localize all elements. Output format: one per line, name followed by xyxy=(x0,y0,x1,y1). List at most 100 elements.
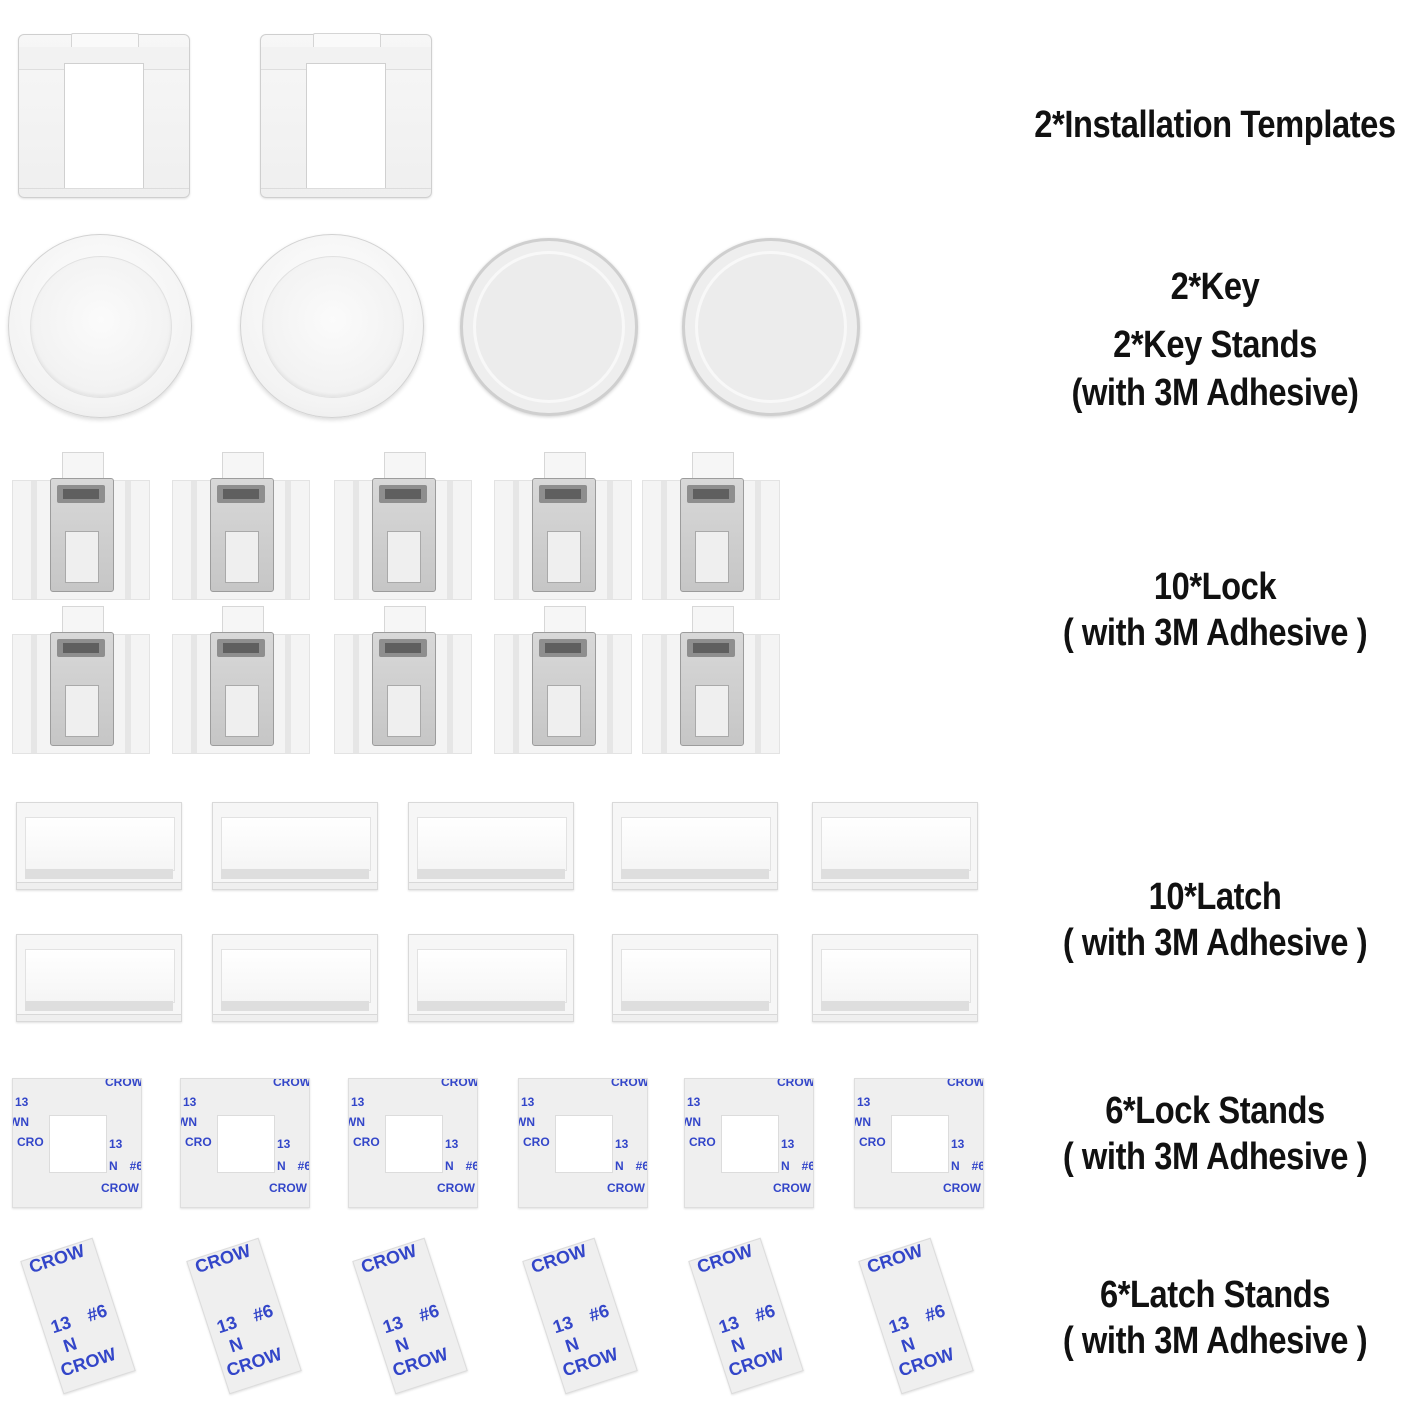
adhesive-print-text: 13 xyxy=(857,1095,871,1109)
adhesive-print-text: CROW xyxy=(358,1240,419,1278)
adhesive-print-text: #6 xyxy=(971,1159,984,1173)
adhesive-print-text: #6 xyxy=(922,1300,948,1326)
lock xyxy=(494,606,632,754)
caption-latch-note: ( with 3M Adhesive ) xyxy=(1062,922,1368,964)
lock xyxy=(172,452,310,600)
adhesive-print-text: CROW xyxy=(273,1078,310,1089)
installation-template xyxy=(260,33,432,198)
latch xyxy=(812,802,978,890)
adhesive-print-text: CRO xyxy=(689,1135,716,1149)
lock xyxy=(334,452,472,600)
adhesive-print-text: N xyxy=(445,1159,454,1173)
adhesive-print-text: N xyxy=(109,1159,118,1173)
adhesive-print-text: N xyxy=(277,1159,286,1173)
key-stand xyxy=(682,238,860,416)
caption-key-stands-note: (with 3M Adhesive) xyxy=(1071,372,1359,414)
adhesive-print-text: CRO xyxy=(859,1135,886,1149)
adhesive-print-text: N xyxy=(781,1159,790,1173)
adhesive-print-text: WN xyxy=(519,1115,535,1129)
lock xyxy=(642,606,780,754)
adhesive-print-text: 13 xyxy=(109,1137,123,1151)
adhesive-print-text: CROW xyxy=(777,1078,814,1089)
latch xyxy=(408,934,574,1022)
latch xyxy=(408,802,574,890)
latch xyxy=(612,934,778,1022)
adhesive-print-text: #6 xyxy=(84,1300,110,1326)
caption-lock-stands-note: ( with 3M Adhesive ) xyxy=(1062,1136,1368,1178)
adhesive-print-text: N xyxy=(392,1333,412,1357)
adhesive-print-text: N xyxy=(728,1333,748,1357)
adhesive-print-text: 13 xyxy=(521,1095,535,1109)
adhesive-print-text: 13 xyxy=(15,1095,29,1109)
adhesive-print-text: #6 xyxy=(297,1159,310,1173)
adhesive-print-text: N xyxy=(562,1333,582,1357)
key xyxy=(8,234,192,418)
caption-key: 2*Key xyxy=(1170,266,1260,308)
lock xyxy=(334,606,472,754)
key xyxy=(240,234,424,418)
adhesive-print-text: N xyxy=(951,1159,960,1173)
adhesive-print-text: CROW xyxy=(192,1240,253,1278)
adhesive-print-text: 13 xyxy=(445,1137,459,1151)
adhesive-print-text: CROW xyxy=(101,1181,139,1195)
latch xyxy=(212,934,378,1022)
latch xyxy=(16,934,182,1022)
adhesive-print-text: #6 xyxy=(416,1300,442,1326)
adhesive-print-text: CROW xyxy=(694,1240,755,1278)
adhesive-print-text: N xyxy=(898,1333,918,1357)
latch xyxy=(212,802,378,890)
caption-lock: 10*Lock xyxy=(1153,566,1277,608)
adhesive-print-text: WN xyxy=(685,1115,701,1129)
adhesive-print-text: 13 xyxy=(351,1095,365,1109)
adhesive-print-text: #6 xyxy=(801,1159,814,1173)
adhesive-print-text: N xyxy=(60,1333,80,1357)
adhesive-print-text: #6 xyxy=(635,1159,648,1173)
adhesive-print-text: WN xyxy=(349,1115,365,1129)
caption-lock-stands: 6*Lock Stands xyxy=(1105,1090,1325,1132)
lock xyxy=(494,452,632,600)
adhesive-print-text: #6 xyxy=(129,1159,142,1173)
caption-lock-note: ( with 3M Adhesive ) xyxy=(1062,612,1368,654)
adhesive-print-text: CROW xyxy=(943,1181,981,1195)
adhesive-print-text: CROW xyxy=(864,1240,925,1278)
lock xyxy=(642,452,780,600)
latch xyxy=(16,802,182,890)
adhesive-print-text: N xyxy=(226,1333,246,1357)
adhesive-print-text: CROW xyxy=(269,1181,307,1195)
adhesive-print-text: #6 xyxy=(586,1300,612,1326)
adhesive-print-text: #6 xyxy=(250,1300,276,1326)
adhesive-print-text: CROW xyxy=(437,1181,475,1195)
lock xyxy=(12,452,150,600)
adhesive-print-text: 13 xyxy=(687,1095,701,1109)
adhesive-print-text: WN xyxy=(855,1115,871,1129)
adhesive-print-text: CROW xyxy=(105,1078,142,1089)
caption-latch-stands: 6*Latch Stands xyxy=(1099,1274,1331,1316)
caption-latch-stands-note: ( with 3M Adhesive ) xyxy=(1062,1320,1368,1362)
lock xyxy=(172,606,310,754)
adhesive-print-text: CROW xyxy=(528,1240,589,1278)
adhesive-print-text: CRO xyxy=(17,1135,44,1149)
adhesive-print-text: 13 xyxy=(615,1137,629,1151)
adhesive-print-text: CROW xyxy=(607,1181,645,1195)
adhesive-print-text: CROW xyxy=(947,1078,984,1089)
installation-template xyxy=(18,33,190,198)
adhesive-print-text: CROW xyxy=(26,1240,87,1278)
adhesive-print-text: CRO xyxy=(523,1135,550,1149)
adhesive-print-text: #6 xyxy=(752,1300,778,1326)
adhesive-print-text: CRO xyxy=(353,1135,380,1149)
latch xyxy=(812,934,978,1022)
caption-templates: 2*Installation Templates xyxy=(1034,104,1396,146)
key-stand xyxy=(460,238,638,416)
adhesive-print-text: WN xyxy=(181,1115,197,1129)
caption-latch: 10*Latch xyxy=(1148,876,1282,918)
